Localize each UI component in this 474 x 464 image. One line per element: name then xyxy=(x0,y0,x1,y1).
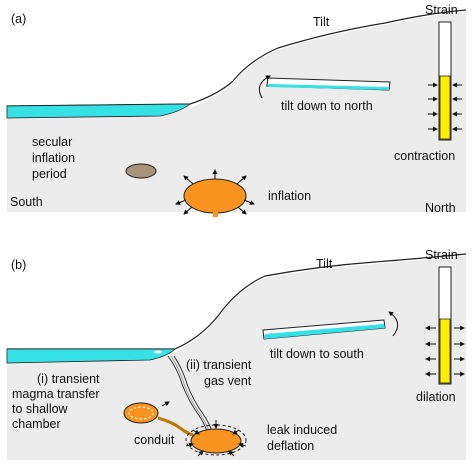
panel-b: (b) Tilt Strain tilt down to south dilat… xyxy=(6,248,467,460)
panel-a-tag: (a) xyxy=(11,12,26,26)
strainmeter-b xyxy=(425,266,465,385)
tilt-label-a: Tilt xyxy=(313,15,330,29)
strain-label-a: Strain xyxy=(425,3,458,17)
deflation-line-2: deflation xyxy=(267,439,314,453)
inflating-chamber xyxy=(175,169,255,217)
shallow-chamber-b xyxy=(123,401,170,424)
transfer-line-3: to shallow xyxy=(12,402,69,416)
period-line-1: secular xyxy=(32,135,72,149)
conduit-pipe xyxy=(157,416,197,438)
transfer-line-4: chamber xyxy=(12,417,61,431)
transfer-line-2: magma transfer xyxy=(12,387,100,401)
shallow-chamber-a xyxy=(125,163,157,179)
contraction-label: contraction xyxy=(394,149,455,163)
deflating-chamber xyxy=(185,420,247,457)
ground-a xyxy=(7,12,466,212)
strain-label-b: Strain xyxy=(425,248,458,262)
south-label: South xyxy=(10,195,43,209)
conduit-label: conduit xyxy=(134,433,175,447)
panel-b-tag: (b) xyxy=(11,258,26,272)
gas-vent xyxy=(167,355,213,433)
sea-b xyxy=(6,348,176,364)
gas-vent-line-2: gas vent xyxy=(204,374,252,388)
north-label: North xyxy=(425,201,456,215)
surface-line-b xyxy=(7,253,467,350)
tilt-label-b: Tilt xyxy=(316,257,333,271)
period-line-3: period xyxy=(32,167,67,181)
inflation-label: inflation xyxy=(268,189,311,203)
period-line-2: inflation xyxy=(32,151,75,165)
gas-vent-line-1: (ii) transient xyxy=(186,358,252,372)
tilt-note-a: tilt down to north xyxy=(281,99,373,113)
dilation-label: dilation xyxy=(416,390,456,404)
ground-b xyxy=(7,256,466,460)
deflation-line-1: leak induced xyxy=(267,423,337,437)
tilt-note-b: tilt down to south xyxy=(270,347,364,361)
panel-a: (a) Tilt Strain tilt down to north contr… xyxy=(6,3,467,217)
tiltmeter-b xyxy=(262,311,399,340)
sea-a xyxy=(6,103,192,119)
surface-line-a xyxy=(6,9,467,107)
strainmeter-a xyxy=(428,21,462,141)
transfer-line-1: (i) transient xyxy=(37,372,100,386)
tiltmeter-a xyxy=(258,75,391,99)
